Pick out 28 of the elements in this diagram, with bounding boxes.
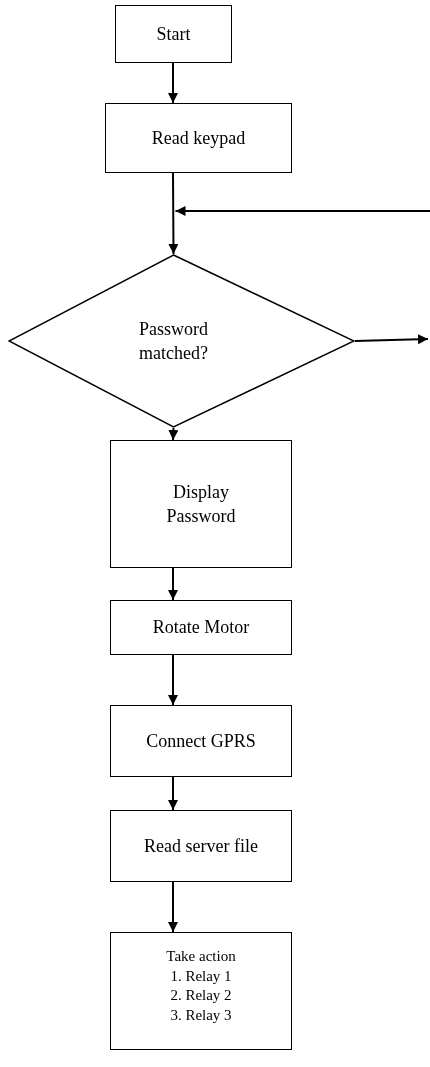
step-label: Display Password [165,480,237,528]
arrow [168,654,178,706]
process-box [110,705,292,777]
process-box [115,5,232,63]
list-item: 3. Relay 3 [170,1005,232,1025]
list-item: 2. Relay 2 [170,986,232,1005]
step-label: Read keypad [151,126,246,150]
arrow [168,427,179,441]
step-label: Take action [166,947,236,966]
step-label: Connect GPRS [146,729,256,753]
step-label: Start [156,22,191,46]
arrow [168,881,178,933]
arrow [174,206,430,216]
arrow [168,567,178,601]
process-box [110,810,292,882]
step-label: Read server file [144,834,258,858]
step-label: Password matched? [138,317,209,365]
arrow [168,62,178,104]
arrow [168,776,178,811]
arrow [168,172,179,255]
arrow [354,334,429,345]
list-item: 1. Relay 1 [170,966,232,986]
process-box [110,932,292,1050]
process-box [110,440,292,568]
step-label: Rotate Motor [152,616,250,640]
decision-diamond [8,254,355,428]
process-box [105,103,292,173]
process-box [110,600,292,655]
